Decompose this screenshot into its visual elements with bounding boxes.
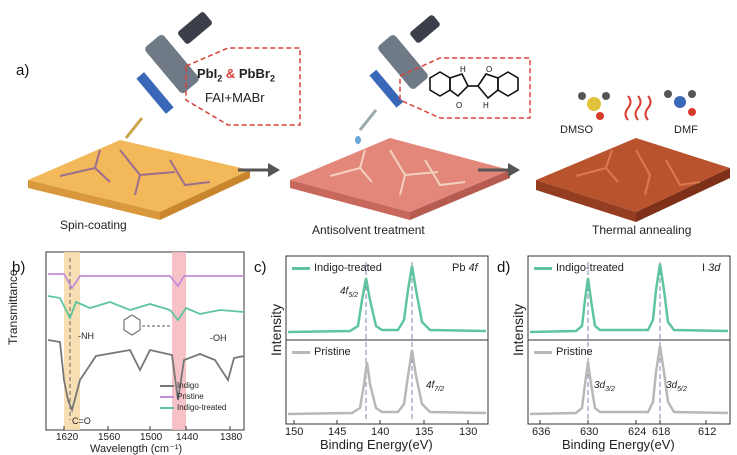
droplet [355, 136, 361, 144]
panel-c-legend-pristine: Pristine [292, 346, 351, 358]
peak-label-i-3d32: 3d3/2 [594, 380, 615, 393]
tick-label: 1440 [176, 432, 199, 443]
panel-d-label: d) [497, 259, 511, 276]
film-antisolvent [290, 138, 510, 220]
tick-label: 1560 [98, 432, 121, 443]
panel-a-label: a) [16, 62, 30, 79]
arrow-icon [238, 163, 280, 177]
tick-label: 636 [532, 426, 551, 438]
svg-text:H: H [483, 101, 489, 110]
pipette-icon [358, 15, 440, 131]
annotation-co: C=O [72, 416, 91, 426]
step-label-spin-coating: Spin-coating [60, 218, 127, 232]
tick-label: 630 [580, 426, 599, 438]
film-spin-coating [28, 140, 250, 220]
panel-c-label: c) [254, 259, 267, 276]
process-diagram: H H O O [28, 12, 730, 222]
tick-label: 145 [328, 426, 347, 438]
panel-c-element: Pb 4f [452, 262, 478, 274]
panel-c-legend-treated: Indigo-treated [292, 262, 382, 274]
peak-label-pb-4f52: 4f5/2 [340, 286, 359, 299]
film-thermal-annealing [536, 138, 730, 222]
arrow-icon [478, 163, 520, 177]
panel-c-xlabel: Binding Energy(eV) [320, 437, 433, 452]
benzene-icon [123, 314, 170, 336]
solvent-label-dmf: DMF [674, 124, 698, 136]
annotation-nh: -NH [78, 331, 94, 341]
tick-label: 1620 [56, 432, 79, 443]
annotation-oh: -OH [210, 333, 227, 343]
tick-label: 130 [459, 426, 478, 438]
tick-label: 135 [415, 426, 434, 438]
step-label-thermal-annealing: Thermal annealing [592, 223, 692, 237]
legend-item-pristine: Pristine [160, 391, 226, 402]
dmso-molecule-icon [578, 92, 610, 120]
panel-b-label: b) [12, 259, 26, 276]
svg-text:O: O [486, 65, 492, 74]
indigo-molecule-icon [429, 71, 519, 100]
panel-d-element: I 3d [702, 262, 721, 274]
molecule-box [399, 57, 531, 119]
tick-label: 612 [698, 426, 717, 438]
tick-label: 618 [652, 426, 671, 438]
peak-label-pb-4f72: 4f7/2 [426, 380, 445, 393]
tick-label: 150 [285, 426, 304, 438]
heat-waves-icon [624, 95, 652, 121]
dmf-molecule-icon [664, 90, 696, 116]
legend-item-indigo: Indigo [160, 380, 226, 391]
step-label-antisolvent: Antisolvent treatment [312, 223, 425, 237]
tick-label: 1380 [220, 432, 243, 443]
tick-label: 1500 [140, 432, 163, 443]
peak-label-i-3d52: 3d5/2 [666, 380, 687, 393]
panel-b-legend: Indigo Pristine Indigo-treated [160, 380, 226, 413]
reagent-line-1: PbI2 & PbBr2 [197, 66, 275, 84]
svg-text:O: O [456, 101, 462, 110]
tick-label: 624 [628, 426, 647, 438]
reagent-line-2: FAI+MABr [205, 90, 265, 105]
panel-d-legend-treated: Indigo-treated [534, 262, 624, 274]
panel-d-legend-pristine: Pristine [534, 346, 593, 358]
solvent-label-dmso: DMSO [560, 124, 593, 136]
tick-label: 140 [371, 426, 390, 438]
legend-item-indigo-treated: Indigo-treated [160, 402, 226, 413]
reagent-box [185, 47, 301, 126]
svg-text:H: H [460, 65, 466, 74]
panel-d-xlabel: Binding Energy(eV) [562, 437, 675, 452]
